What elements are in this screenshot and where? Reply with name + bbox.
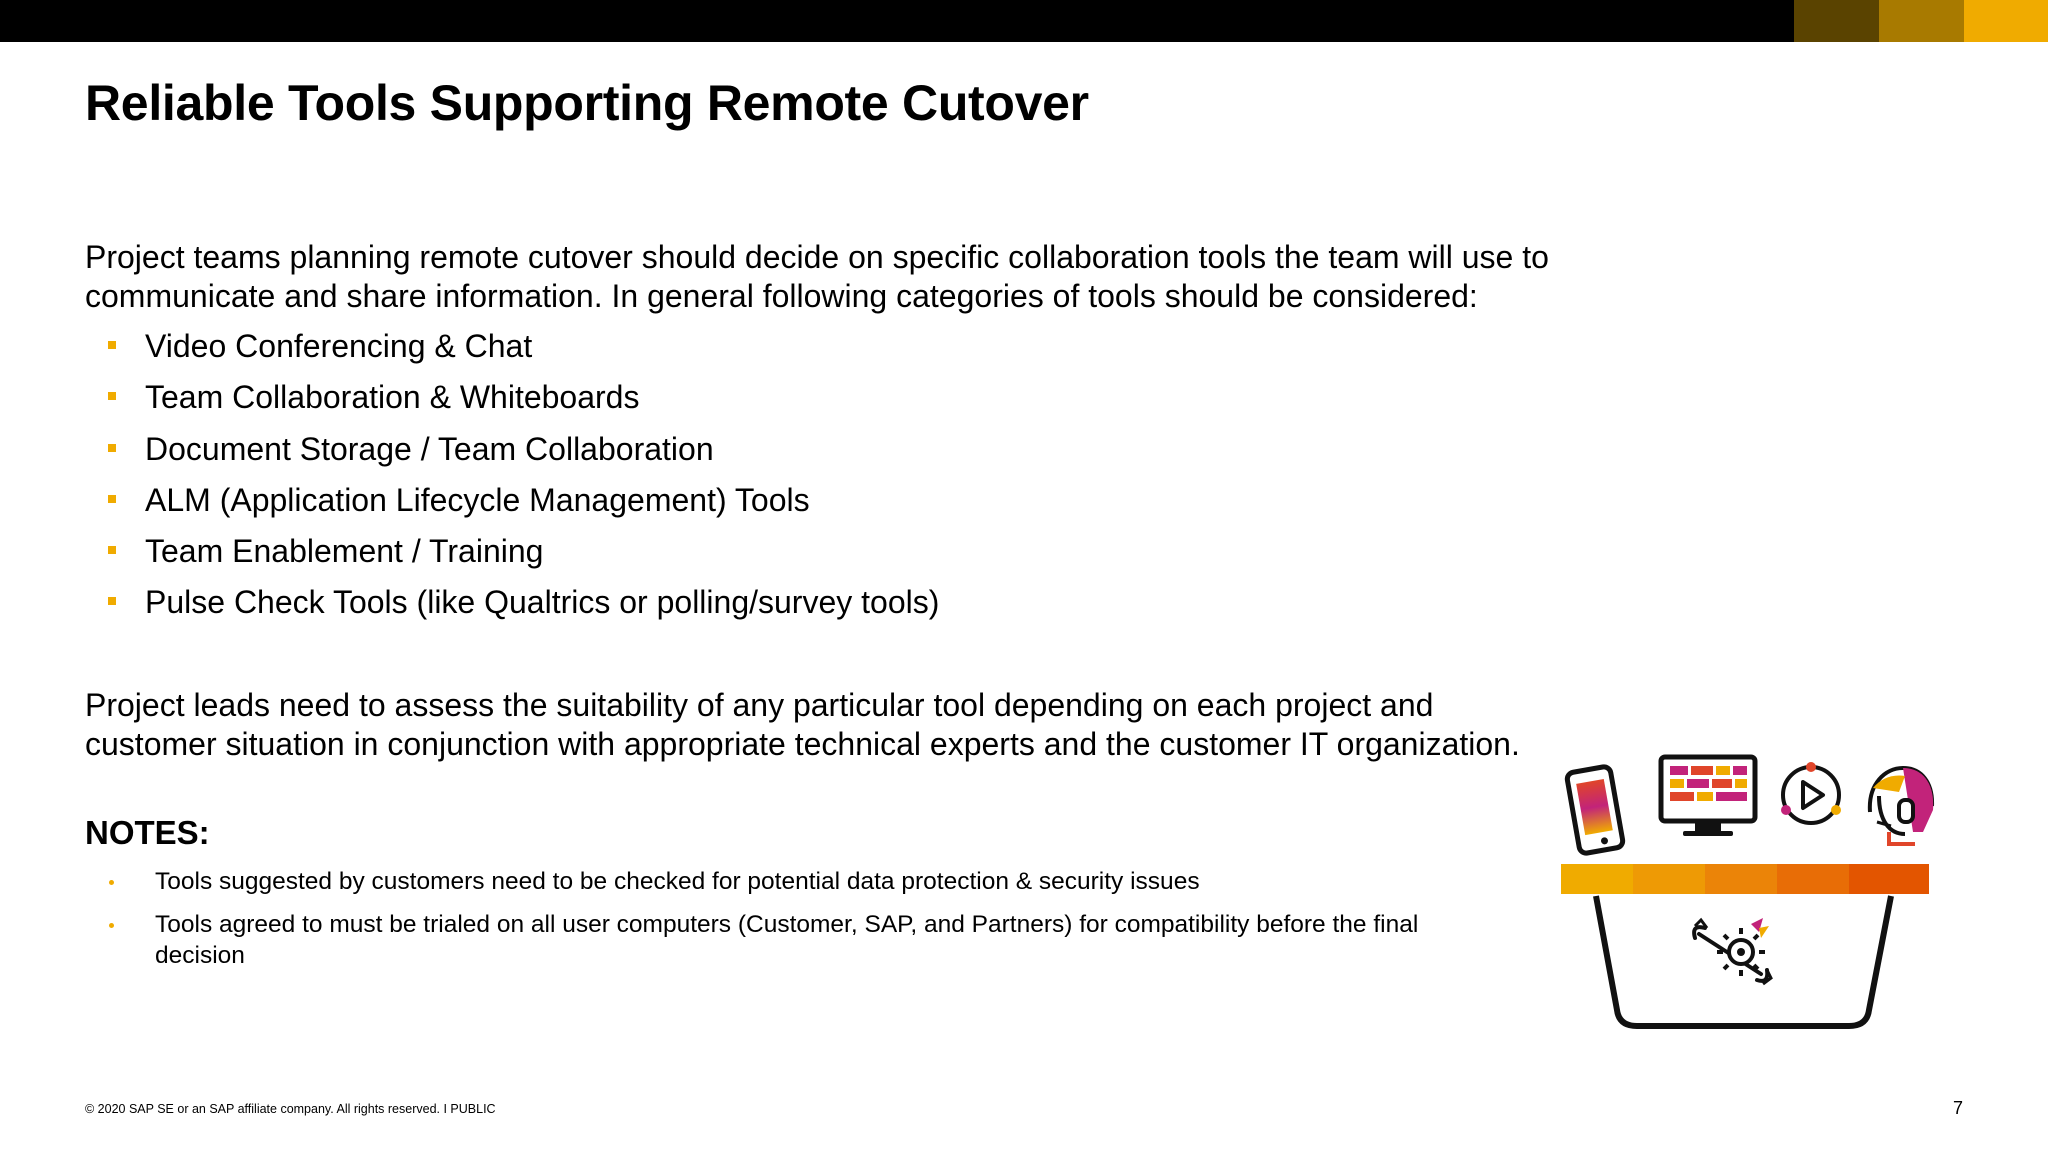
list-item-label: Team Enablement / Training	[145, 533, 544, 570]
top-bar	[0, 0, 2048, 42]
accent-block-gold	[1964, 0, 2048, 42]
list-item: Pulse Check Tools (like Qualtrics or pol…	[85, 582, 939, 633]
note-item: Tools agreed to must be trialed on all u…	[85, 909, 1505, 971]
accent-block-dark	[1794, 0, 1879, 42]
notes-heading: NOTES:	[85, 814, 210, 851]
list-item-label: Document Storage / Team Collaboration	[145, 430, 714, 467]
wrench-gear-icon	[1692, 917, 1773, 986]
bullet-dot-icon	[109, 880, 114, 885]
headset-agent-icon	[1867, 765, 1935, 846]
notes-list: Tools suggested by customers need to be …	[85, 866, 1505, 983]
tool-category-list: Video Conferencing & Chat Team Collabora…	[85, 326, 939, 634]
basket-icon	[1561, 864, 1929, 1029]
intro-paragraph: Project teams planning remote cutover sh…	[85, 239, 1549, 314]
video-play-icon	[1781, 762, 1841, 825]
bullet-square-icon	[108, 341, 116, 349]
note-text: Tools agreed to must be trialed on all u…	[155, 911, 1419, 969]
list-item-label: ALM (Application Lifecycle Management) T…	[145, 481, 810, 518]
bullet-square-icon	[108, 546, 116, 555]
note-item: Tools suggested by customers need to be …	[85, 866, 1505, 897]
bullet-square-icon	[108, 443, 116, 452]
smartphone-icon	[1564, 764, 1626, 856]
list-item: Document Storage / Team Collaboration	[85, 429, 939, 480]
list-item-label: Team Collaboration & Whiteboards	[145, 379, 640, 416]
note-text: Tools suggested by customers need to be …	[155, 868, 1200, 895]
bullet-dot-icon	[109, 923, 114, 928]
bullet-square-icon	[108, 494, 116, 503]
list-item: ALM (Application Lifecycle Management) T…	[85, 480, 939, 531]
slide-title: Reliable Tools Supporting Remote Cutover	[85, 75, 1089, 131]
list-item: Video Conferencing & Chat	[85, 326, 939, 377]
list-item-label: Video Conferencing & Chat	[145, 328, 533, 364]
list-item-label: Pulse Check Tools (like Qualtrics or pol…	[145, 584, 940, 621]
bullet-square-icon	[108, 597, 116, 606]
list-item: Team Enablement / Training	[85, 531, 939, 582]
page-number: 7	[1952, 1098, 1963, 1118]
monitor-dashboard-icon	[1658, 754, 1758, 836]
accent-block-mid	[1879, 0, 1964, 42]
footer-copyright: © 2020 SAP SE or an SAP affiliate compan…	[85, 1102, 496, 1116]
assessment-paragraph: Project leads need to assess the suitabi…	[85, 687, 1520, 762]
bullet-square-icon	[108, 392, 116, 401]
list-item: Team Collaboration & Whiteboards	[85, 377, 939, 428]
tools-basket-illustration	[1561, 754, 1935, 1029]
